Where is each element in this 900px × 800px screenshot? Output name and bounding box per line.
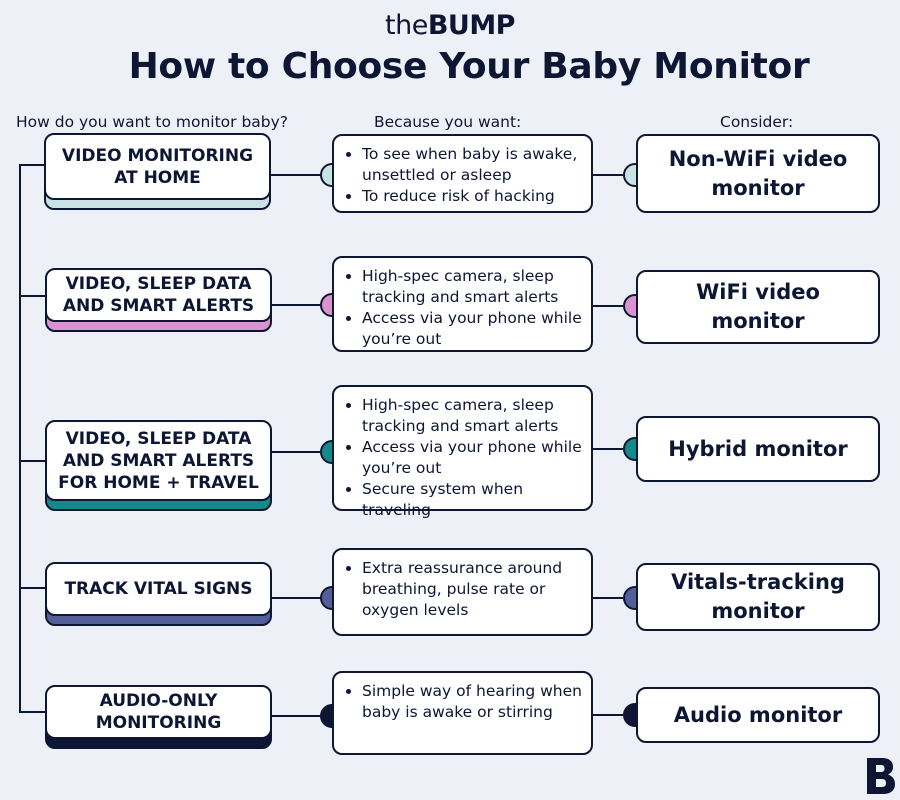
reasons-box: Extra reassurance around breathing, puls… xyxy=(332,548,593,636)
bracket-tick xyxy=(19,587,46,589)
consider-box: Vitals-tracking monitor xyxy=(636,563,880,631)
column-header-consider: Consider: xyxy=(720,113,794,131)
reason-item: Access via your phone while you’re out xyxy=(362,308,585,350)
connector-line xyxy=(272,451,321,453)
connector-line xyxy=(272,715,321,717)
option-label: Audio-only monitoring xyxy=(45,685,272,739)
column-header-question: How do you want to monitor baby? xyxy=(16,113,289,131)
option-label: Track vital signs xyxy=(45,562,272,616)
reason-item: Access via your phone while you’re out xyxy=(362,437,585,479)
bump-b-logo-icon xyxy=(867,758,895,794)
reason-item: Simple way of hearing when baby is awake… xyxy=(362,681,585,723)
bracket-tick xyxy=(19,711,46,713)
connector-line xyxy=(272,597,321,599)
option-pill: Audio-only monitoring xyxy=(45,685,272,749)
reason-item: To see when baby is awake, unsettled or … xyxy=(362,144,585,186)
bracket-spine xyxy=(19,164,21,713)
reasons-box: High-spec camera, sleep tracking and sma… xyxy=(332,256,593,352)
consider-box: Hybrid monitor xyxy=(636,416,880,482)
bracket-tick xyxy=(19,295,46,297)
consider-box: Audio monitor xyxy=(636,687,880,743)
bracket-tick xyxy=(19,164,45,166)
consider-box: WiFi video monitor xyxy=(636,270,880,344)
reason-item: High-spec camera, sleep tracking and sma… xyxy=(362,395,585,437)
option-label: Video, sleep data and smart alerts xyxy=(45,268,272,322)
connector-line xyxy=(593,714,623,716)
connector-line xyxy=(593,448,623,450)
option-label: Video, sleep data and smart alerts for h… xyxy=(45,420,272,501)
option-label: Video monitoring at home xyxy=(44,133,271,200)
reason-item: Extra reassurance around breathing, puls… xyxy=(362,558,585,621)
logo-bump: BUMP xyxy=(427,10,516,41)
option-pill: Video monitoring at home xyxy=(44,133,271,210)
connector-line xyxy=(593,174,623,176)
column-header-because: Because you want: xyxy=(374,113,522,131)
connector-line xyxy=(593,597,623,599)
page-title: How to Choose Your Baby Monitor xyxy=(128,46,810,87)
connector-line xyxy=(272,304,321,306)
connector-line xyxy=(271,174,321,176)
consider-box: Non-WiFi video monitor xyxy=(636,134,880,213)
option-pill: Video, sleep data and smart alerts for h… xyxy=(45,420,272,511)
reason-item: Secure system when traveling xyxy=(362,479,585,521)
connector-line xyxy=(593,305,623,307)
bracket-tick xyxy=(19,460,46,462)
reasons-box: High-spec camera, sleep tracking and sma… xyxy=(332,385,593,519)
option-pill: Track vital signs xyxy=(45,562,272,626)
reason-item: To reduce risk of hacking xyxy=(362,186,585,207)
reason-item: High-spec camera, sleep tracking and sma… xyxy=(362,266,585,308)
reasons-box: To see when baby is awake, unsettled or … xyxy=(332,134,593,213)
reasons-box: Simple way of hearing when baby is awake… xyxy=(332,671,593,755)
option-pill: Video, sleep data and smart alerts xyxy=(45,268,272,332)
logo-the: the xyxy=(385,10,428,41)
thebump-logo: theBUMP xyxy=(0,10,900,41)
